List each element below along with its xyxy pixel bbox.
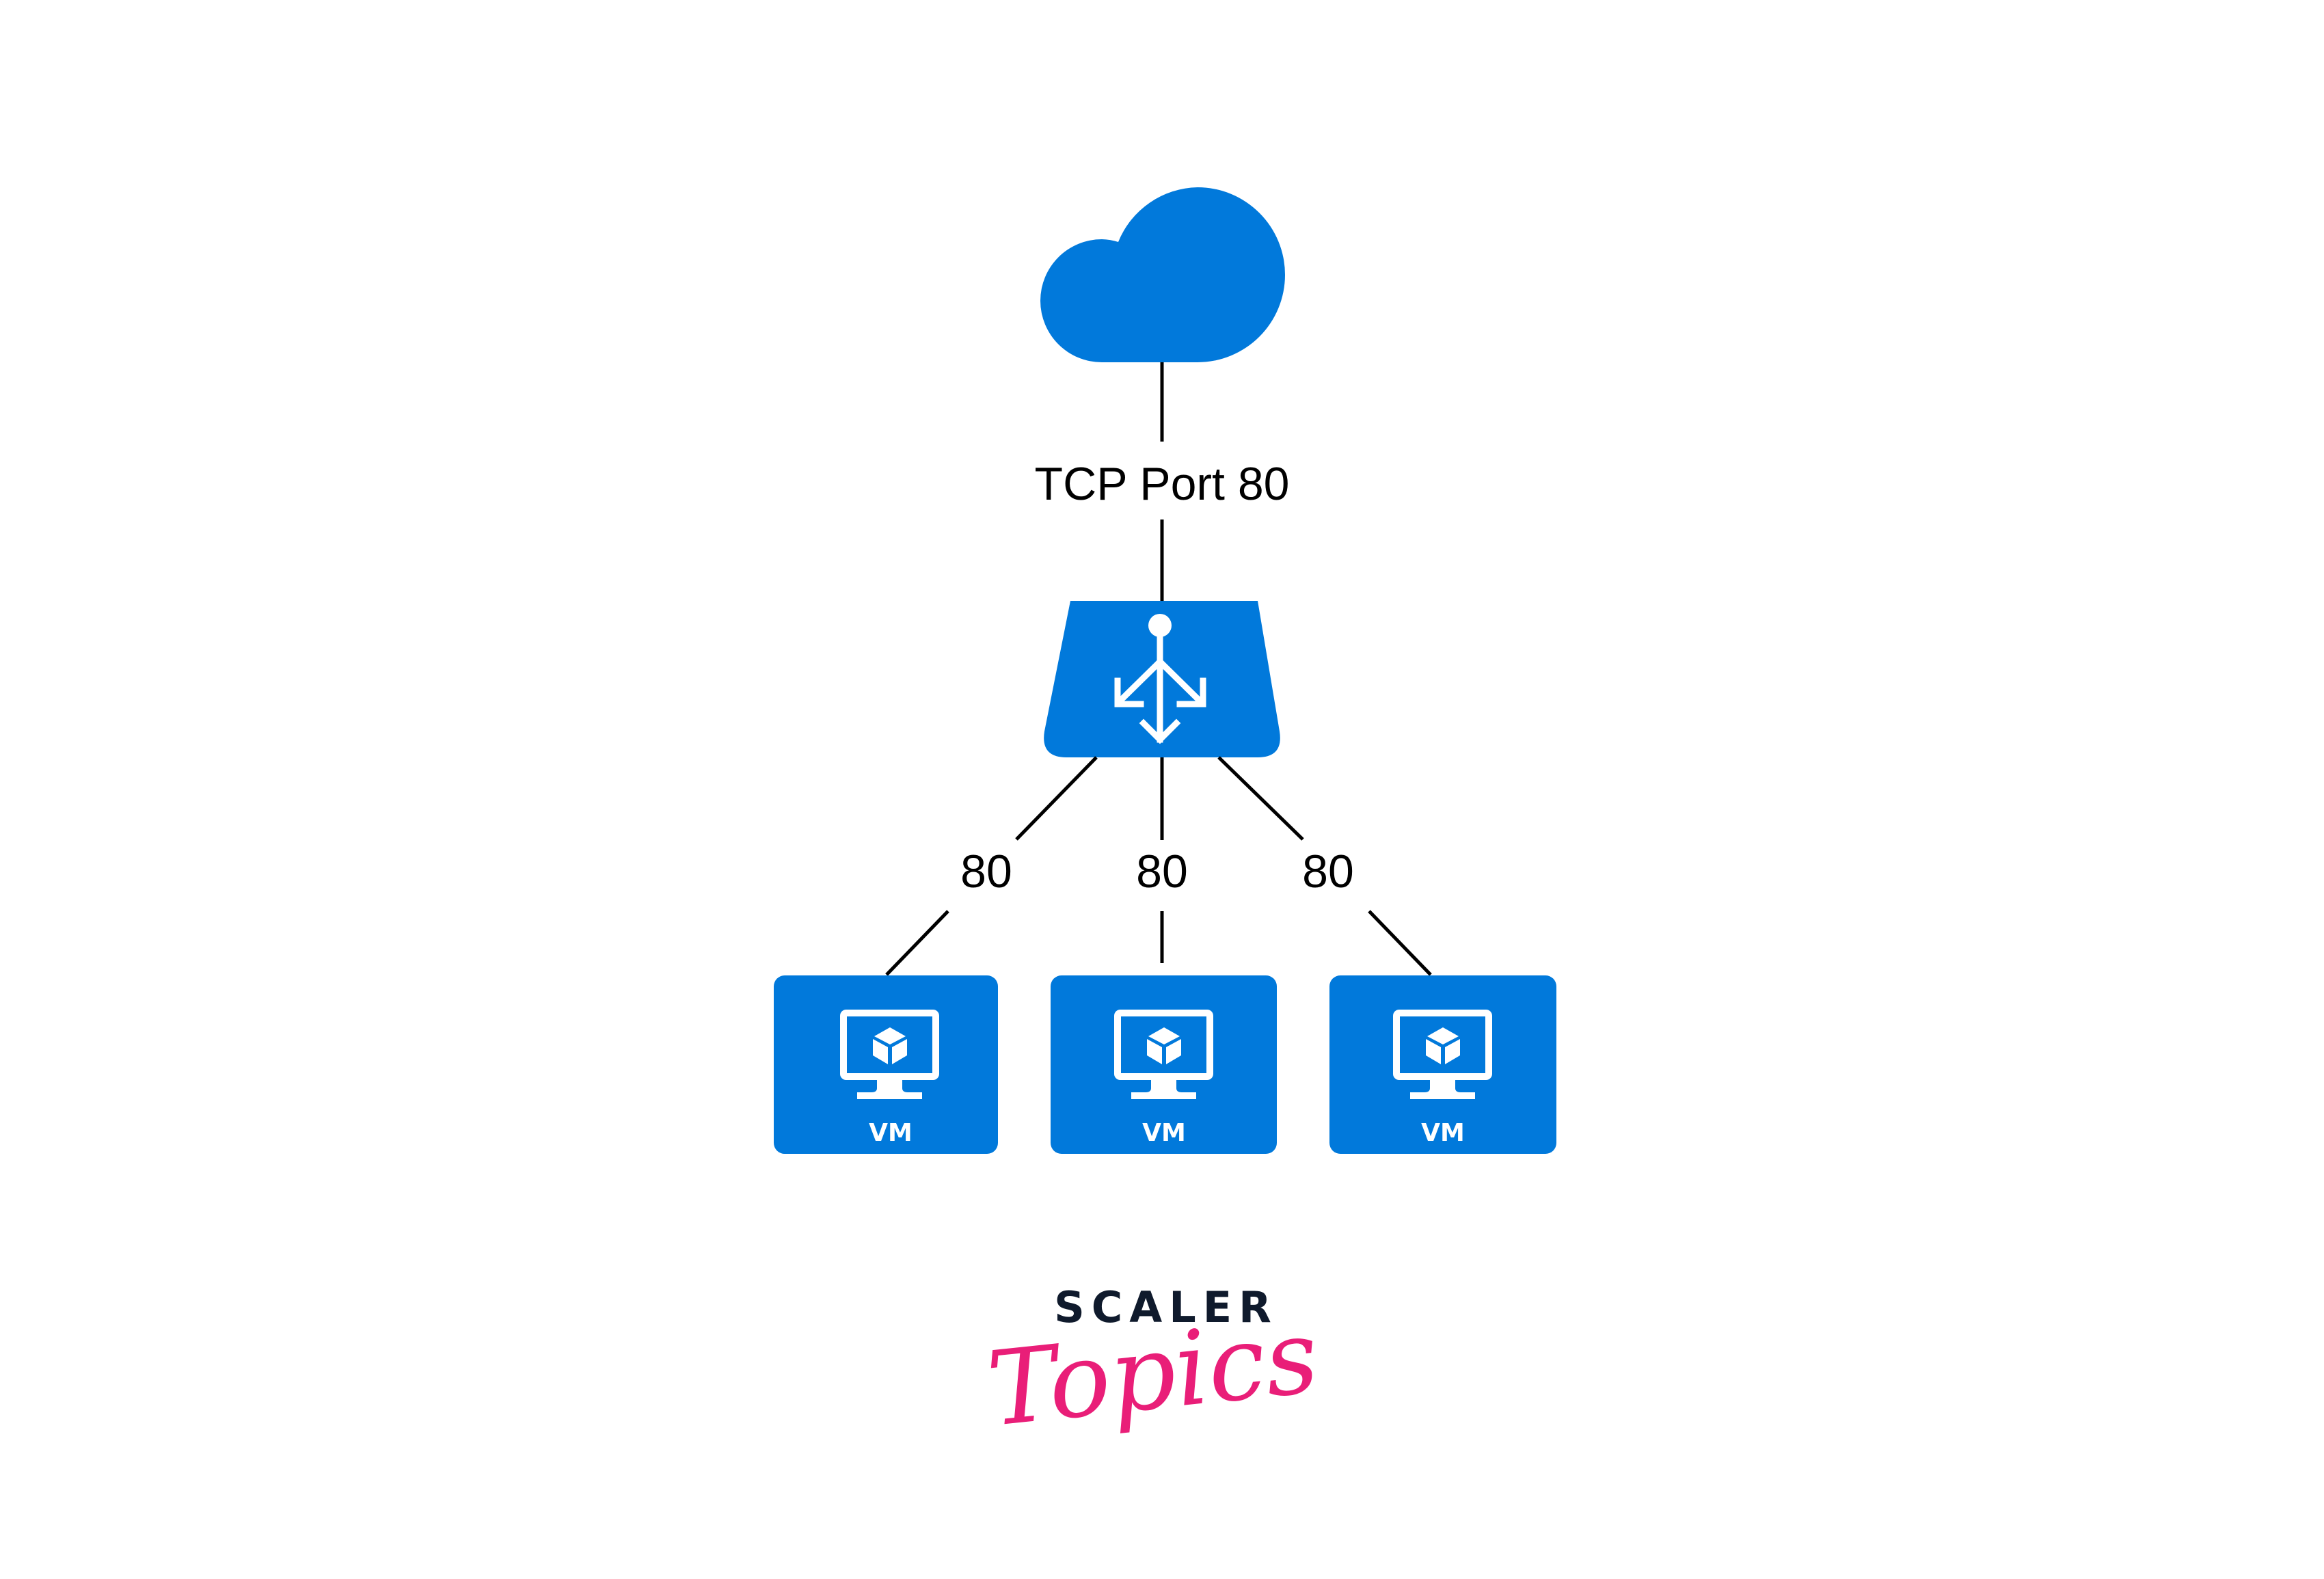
vm-label: VM <box>1421 1119 1465 1147</box>
load-balancer-node <box>1044 601 1280 757</box>
cloud-icon <box>1040 187 1285 362</box>
vm-label: VM <box>1142 1119 1186 1147</box>
connector-lb-to-vm-1 <box>885 756 1098 976</box>
backend-port-label-3: 80 <box>1302 846 1354 898</box>
vm-node-3: VM <box>1329 975 1556 1154</box>
backend-port-label-2: 80 <box>1136 846 1188 898</box>
vm-label: VM <box>869 1119 913 1147</box>
load-balancer-icon <box>1114 614 1206 744</box>
brand-logo-scaler: SCALER <box>1054 1282 1278 1332</box>
connector-lb-to-vm-3 <box>1217 756 1432 976</box>
vm-node-1: VM <box>774 975 998 1154</box>
ingress-port-label: TCP Port 80 <box>1035 458 1290 510</box>
brand-logo-topics: Topics <box>982 1297 1323 1450</box>
virtual-machine-icon <box>840 1010 939 1099</box>
internet-node <box>1040 187 1285 362</box>
virtual-machine-icon <box>1393 1010 1492 1099</box>
brand-logo: SCALER Topics <box>982 1282 1323 1450</box>
backend-port-label-1: 80 <box>960 846 1012 898</box>
vm-node-2: VM <box>1051 975 1277 1154</box>
virtual-machine-icon <box>1114 1010 1213 1099</box>
